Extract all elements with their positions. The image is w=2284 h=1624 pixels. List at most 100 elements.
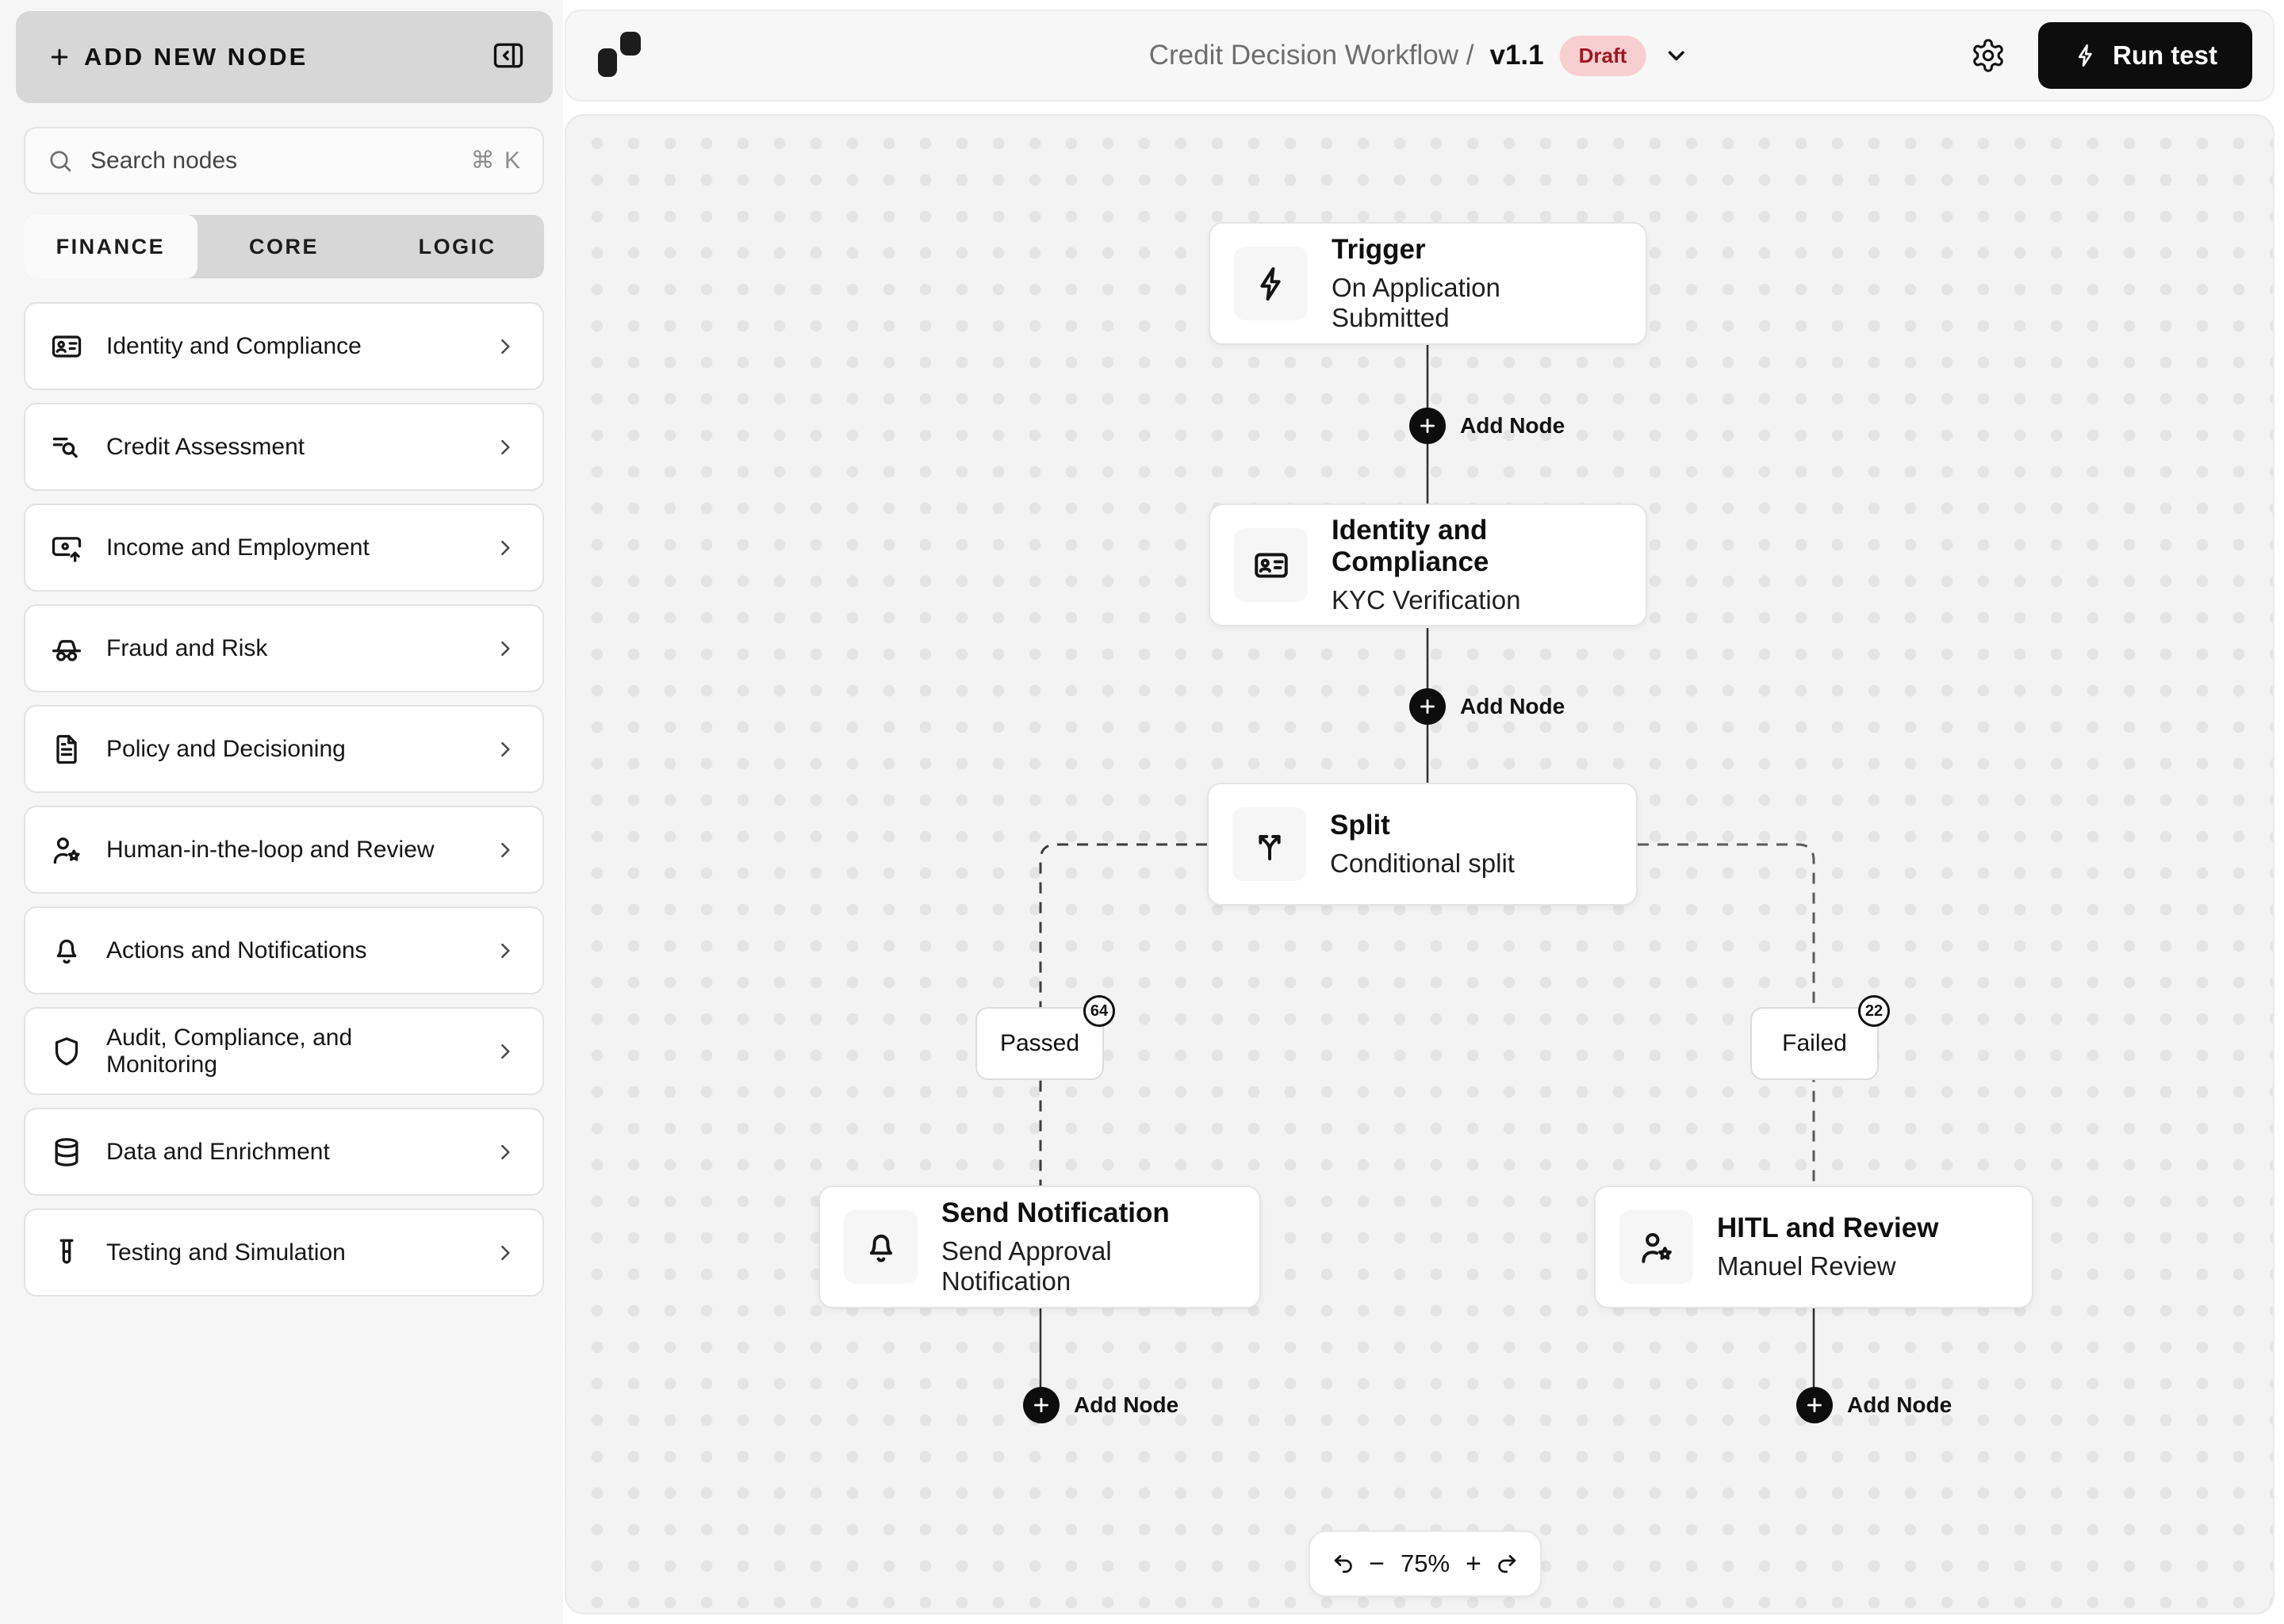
gear-icon — [1970, 37, 2006, 74]
category-tabs: FINANCE CORE LOGIC — [24, 215, 544, 278]
add-node-label: Add Node — [1074, 1392, 1179, 1417]
add-node-label: Add Node — [1460, 413, 1565, 438]
sidebar-collapse-button[interactable] — [491, 38, 526, 77]
split-icon — [1251, 825, 1289, 864]
zap-icon — [2073, 43, 2098, 68]
zap-icon — [1252, 265, 1290, 303]
sidebar-item-actions-and-notifications[interactable]: Actions and Notifications — [24, 906, 544, 994]
workflow-title-group[interactable]: Credit Decision Workflow / v1.1 Draft — [1148, 35, 1691, 76]
branch-label-passed[interactable]: Passed 64 — [975, 995, 1115, 1080]
sidebar-item-identity-and-compliance[interactable]: Identity and Compliance — [24, 302, 544, 390]
sidebar-item-label: Credit Assessment — [106, 433, 305, 460]
node-trigger[interactable]: Trigger On Application Submitted — [1209, 222, 1647, 345]
sidebar-item-human-in-the-loop[interactable]: Human-in-the-loop and Review — [24, 806, 544, 894]
sidebar-item-testing-and-simulation[interactable]: Testing and Simulation — [24, 1208, 544, 1297]
topbar-actions: Run test — [1970, 22, 2252, 89]
plus-icon — [48, 45, 71, 69]
add-new-node-header[interactable]: ADD NEW NODE — [16, 11, 553, 103]
plus-circle-icon — [1023, 1387, 1060, 1423]
zoom-out-button[interactable]: − — [1369, 1549, 1385, 1579]
bell-icon — [49, 933, 84, 968]
chevron-right-icon — [492, 534, 519, 561]
sidebar-item-audit-compliance-monitoring[interactable]: Audit, Compliance, and Monitoring — [24, 1007, 544, 1095]
search-input[interactable] — [90, 147, 455, 174]
node-subtitle: Manuel Review — [1717, 1251, 1896, 1281]
branch-count-badge: 22 — [1858, 995, 1890, 1027]
zoom-in-button[interactable]: + — [1466, 1549, 1481, 1579]
chevron-right-icon — [492, 736, 519, 763]
test-tube-icon — [49, 1235, 84, 1270]
status-badge: Draft — [1559, 35, 1646, 76]
add-new-node-title: ADD NEW NODE — [48, 43, 308, 71]
plus-icon — [1804, 1395, 1825, 1415]
workflow-title: Credit Decision Workflow / — [1148, 40, 1474, 71]
branch-text: Failed — [1782, 1030, 1847, 1056]
bell-icon — [861, 1228, 901, 1267]
sidebar: ADD NEW NODE ⌘ K FINANCE CORE LOGIC Iden… — [0, 0, 563, 1624]
node-text: Identity and Compliance KYC Verification — [1332, 515, 1622, 615]
user-star-icon — [49, 833, 84, 868]
app-logo-icon — [596, 32, 642, 79]
node-iconbox — [1234, 247, 1308, 320]
workflow-version: v1.1 — [1489, 40, 1544, 71]
node-subtitle: Send Approval Notification — [941, 1236, 1112, 1296]
list-search-icon — [49, 430, 84, 465]
branch-label-failed[interactable]: Failed 22 — [1750, 995, 1890, 1080]
sidebar-item-label: Audit, Compliance, and Monitoring — [105, 1024, 353, 1078]
undo-button[interactable] — [1331, 1551, 1356, 1576]
plus-circle-icon — [1409, 688, 1446, 725]
version-dropdown-button[interactable] — [1661, 41, 1690, 70]
topbar: Credit Decision Workflow / v1.1 Draft Ru… — [565, 10, 2274, 102]
sidebar-item-label: Actions and Notifications — [106, 936, 367, 963]
user-star-icon — [1637, 1228, 1677, 1267]
node-identity-and-compliance[interactable]: Identity and Compliance KYC Verification — [1209, 504, 1647, 626]
node-send-notification[interactable]: Send Notification Send Approval Notifica… — [818, 1185, 1261, 1308]
branch-count-badge: 64 — [1083, 995, 1115, 1027]
plus-circle-icon — [1409, 408, 1446, 444]
sidebar-item-label: Data and Enrichment — [106, 1138, 330, 1165]
settings-button[interactable] — [1970, 37, 2006, 74]
chevron-right-icon — [492, 635, 519, 662]
sidebar-item-fraud-and-risk[interactable]: Fraud and Risk — [24, 604, 544, 692]
sidebar-item-label: Income and Employment — [106, 534, 370, 561]
node-subtitle: Conditional split — [1330, 848, 1515, 878]
id-card-icon — [49, 329, 84, 364]
chevron-right-icon — [492, 937, 519, 964]
chevron-right-icon — [492, 434, 519, 461]
tab-core[interactable]: CORE — [249, 234, 320, 259]
sidebar-item-label: Policy and Decisioning — [106, 735, 346, 762]
canvas-controls: − 75% + — [1309, 1530, 1542, 1597]
workflow-canvas[interactable]: Trigger On Application Submitted Add Nod… — [565, 114, 2274, 1614]
plus-icon — [1031, 1395, 1052, 1415]
chevron-down-icon — [1661, 41, 1690, 70]
search-nodes-box[interactable]: ⌘ K — [24, 127, 544, 194]
add-node-button[interactable]: Add Node — [1023, 1387, 1178, 1423]
sidebar-item-credit-assessment[interactable]: Credit Assessment — [24, 403, 544, 491]
search-icon — [46, 147, 75, 175]
sidebar-item-data-and-enrichment[interactable]: Data and Enrichment — [24, 1108, 544, 1196]
sidebar-item-policy-and-decisioning[interactable]: Policy and Decisioning — [24, 705, 544, 793]
node-hitl-and-review[interactable]: HITL and Review Manuel Review — [1594, 1185, 2033, 1308]
add-node-button[interactable]: Add Node — [1409, 688, 1565, 725]
card-arrow-up-icon — [49, 530, 84, 565]
run-test-button[interactable]: Run test — [2038, 22, 2252, 89]
branch-text: Passed — [999, 1030, 1080, 1056]
chevron-right-icon — [492, 1038, 519, 1065]
chevron-right-icon — [492, 1139, 519, 1166]
database-icon — [49, 1135, 84, 1170]
add-node-button[interactable]: Add Node — [1796, 1387, 1952, 1423]
tab-finance[interactable]: FINANCE — [24, 215, 197, 278]
sidebar-item-income-and-employment[interactable]: Income and Employment — [24, 504, 544, 592]
incognito-icon — [49, 631, 84, 666]
redo-icon — [1494, 1551, 1519, 1576]
file-text-icon — [49, 732, 84, 767]
tab-logic[interactable]: LOGIC — [418, 234, 496, 259]
node-split[interactable]: Split Conditional split — [1207, 783, 1638, 906]
chevron-right-icon — [492, 837, 519, 864]
add-node-button[interactable]: Add Node — [1409, 408, 1565, 444]
redo-button[interactable] — [1494, 1551, 1519, 1576]
sidebar-item-label: Identity and Compliance — [106, 332, 362, 359]
chevron-right-icon — [492, 1239, 519, 1266]
node-title: Identity and Compliance — [1332, 515, 1489, 577]
